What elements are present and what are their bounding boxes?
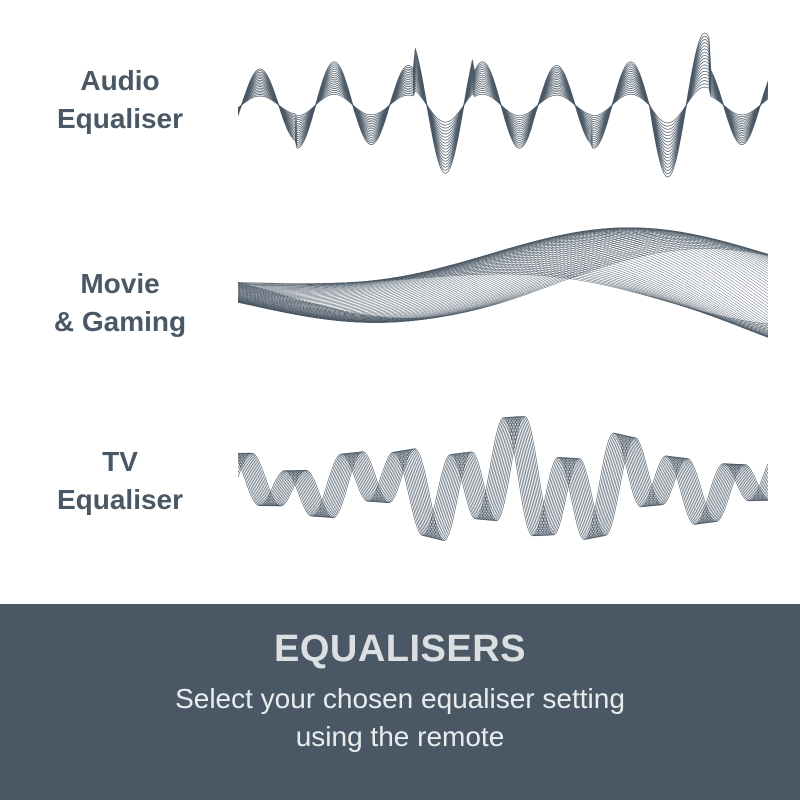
wave-line	[238, 260, 768, 336]
equalisers-banner: EQUALISERS Select your chosen equaliser …	[0, 604, 800, 800]
label-line-2: & Gaming	[53, 306, 187, 337]
wave-line	[238, 73, 768, 137]
wave-line	[238, 54, 768, 156]
wave-line	[238, 77, 768, 133]
wave-line	[238, 255, 768, 338]
banner-subtitle: Select your chosen equaliser setting usi…	[0, 680, 800, 756]
movie-gaming-row: Movie & Gaming	[0, 215, 800, 350]
banner-title: EQUALISERS	[273, 628, 527, 670]
wave-line	[238, 64, 768, 146]
wave-line	[238, 416, 768, 539]
label-line-2: Equaliser	[56, 103, 184, 134]
wave-line	[238, 229, 768, 314]
wave-line	[238, 239, 768, 322]
wave-line	[238, 240, 768, 332]
wave-line	[238, 265, 768, 333]
wave-line	[238, 227, 768, 320]
wave-line	[238, 246, 768, 337]
audio-equaliser-row: Audio Equaliser	[0, 20, 800, 190]
wave-line	[238, 32, 768, 178]
wave-line	[238, 58, 768, 152]
wave-line	[238, 273, 768, 325]
wave-line	[238, 258, 768, 337]
wave-line	[238, 250, 768, 338]
wave-line	[238, 267, 768, 331]
wave-line	[238, 227, 768, 318]
wave-line	[238, 42, 768, 168]
wave-line	[238, 263, 768, 334]
movie-gaming-label: Movie & Gaming	[20, 265, 220, 341]
audio-equaliser-label: Audio Equaliser	[20, 62, 220, 138]
wave-line	[238, 243, 768, 335]
wave-line	[238, 246, 768, 320]
wave-line	[238, 227, 768, 319]
label-line-2: Equaliser	[56, 484, 184, 515]
label-line-1: Movie	[80, 268, 160, 299]
audio-waveform-icon	[238, 32, 768, 178]
wave-line	[238, 228, 768, 316]
label-line-1: Audio	[80, 65, 160, 96]
wave-line	[238, 251, 768, 338]
wave-line	[238, 48, 768, 162]
wave-line	[238, 262, 768, 335]
wave-line	[238, 227, 768, 321]
wave-line	[238, 245, 768, 336]
wave-line	[238, 416, 768, 540]
wave-line	[238, 67, 768, 143]
wave-line	[238, 248, 768, 338]
tv-waveform-icon	[238, 415, 768, 542]
wave-line	[238, 416, 768, 539]
wave-line	[238, 45, 768, 165]
wave-line	[238, 227, 768, 321]
wave-line	[238, 416, 768, 540]
wave-line	[238, 80, 768, 130]
wave-line	[238, 416, 768, 539]
wave-line	[238, 416, 768, 539]
wave-line	[238, 39, 768, 171]
banner-subtitle-line-1: Select your chosen equaliser setting	[175, 683, 625, 714]
movie-waveform-icon	[238, 227, 768, 338]
wave-line	[238, 35, 768, 175]
wave-line	[238, 417, 768, 540]
wave-line	[238, 417, 768, 540]
wave-line	[238, 253, 768, 338]
wave-line	[238, 415, 768, 542]
wave-line	[238, 51, 768, 159]
tv-equaliser-label: TV Equaliser	[20, 443, 220, 519]
wave-line	[238, 242, 768, 334]
wave-line	[238, 228, 768, 317]
label-line-1: TV	[102, 446, 138, 477]
wave-line	[238, 70, 768, 140]
wave-line	[238, 416, 768, 539]
wave-line	[238, 257, 768, 338]
wave-line	[238, 61, 768, 149]
banner-subtitle-line-2: using the remote	[295, 721, 505, 752]
wave-line	[238, 229, 768, 315]
tv-equaliser-row: TV Equaliser	[0, 405, 800, 565]
wave-line	[238, 417, 768, 541]
